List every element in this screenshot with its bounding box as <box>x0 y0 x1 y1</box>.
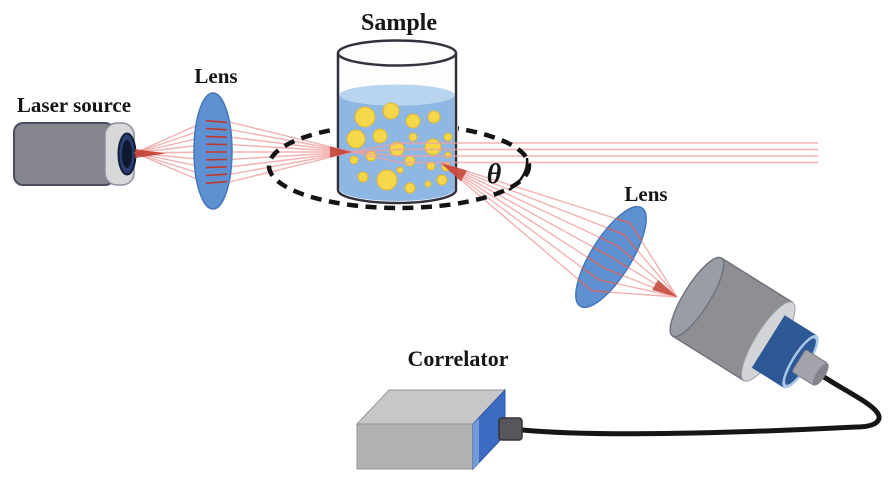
particles <box>346 102 453 194</box>
detector-front-face <box>669 256 725 338</box>
detector-mount-blue <box>751 315 817 388</box>
sample-label: Sample <box>361 10 437 36</box>
particle <box>443 132 453 142</box>
beam-exit-glow <box>135 149 166 158</box>
angle-arc <box>508 157 529 192</box>
laser-source <box>13 122 137 186</box>
detector <box>669 256 829 389</box>
beam-focus-glow <box>330 146 352 158</box>
sample-beaker <box>336 39 458 205</box>
beam-ray <box>351 151 818 157</box>
lens-ray-segment <box>205 119 228 124</box>
beam-ray <box>134 151 353 187</box>
particle <box>349 155 359 165</box>
lens-ray-segment <box>205 166 228 169</box>
theta-label: θ <box>487 159 502 190</box>
particle <box>424 138 442 156</box>
particle <box>396 166 404 174</box>
beam-ray <box>351 142 818 153</box>
particle <box>427 110 441 124</box>
correlator-front-face <box>356 423 474 470</box>
correlator-label: Correlator <box>408 346 509 371</box>
lens-ray-segment <box>205 173 228 177</box>
particle <box>424 180 432 188</box>
laser-source-label: Laser source <box>17 93 131 117</box>
particle <box>346 129 366 149</box>
dashed-ellipse <box>266 121 532 211</box>
particle <box>357 171 369 183</box>
lens-ray-segment <box>205 127 228 131</box>
cable-path <box>519 372 882 437</box>
particle <box>444 151 452 159</box>
lens-internal-rays <box>205 119 228 185</box>
scattering-plane-ellipse <box>266 121 532 211</box>
particle <box>408 132 418 142</box>
detector-focus-glow <box>652 280 677 297</box>
particle <box>404 182 416 194</box>
scatter-origin-glow <box>441 163 467 182</box>
incident-beam <box>134 117 353 187</box>
beaker-rim <box>336 39 458 67</box>
correlator-side-highlight <box>473 418 479 469</box>
detector-plug-end <box>812 363 829 386</box>
lens-ray-segment <box>205 180 228 185</box>
beam-ray <box>134 151 352 154</box>
correlator <box>355 388 523 471</box>
laser-aperture-core <box>122 140 132 168</box>
particle <box>436 174 448 186</box>
fiber-cable <box>519 372 882 437</box>
correlator-cable-port <box>498 417 523 441</box>
beam-ray <box>351 148 818 153</box>
particle <box>382 102 400 120</box>
lens-1 <box>193 92 233 210</box>
particle <box>376 169 398 191</box>
lens-ray-segment <box>205 135 228 138</box>
lens-ray-segment <box>563 197 659 298</box>
angle-annotation: θ <box>487 157 529 192</box>
lens-right-label: Lens <box>624 182 667 206</box>
lens-ray-segment <box>563 197 659 298</box>
beam-ray <box>351 151 818 164</box>
lens-ellipse <box>193 92 233 210</box>
laser-body <box>13 122 115 186</box>
particle <box>372 128 388 144</box>
transmitted-beam <box>351 142 818 164</box>
particle <box>404 155 416 167</box>
liquid-surface <box>339 84 455 106</box>
lens-left-label: Lens <box>194 64 237 88</box>
